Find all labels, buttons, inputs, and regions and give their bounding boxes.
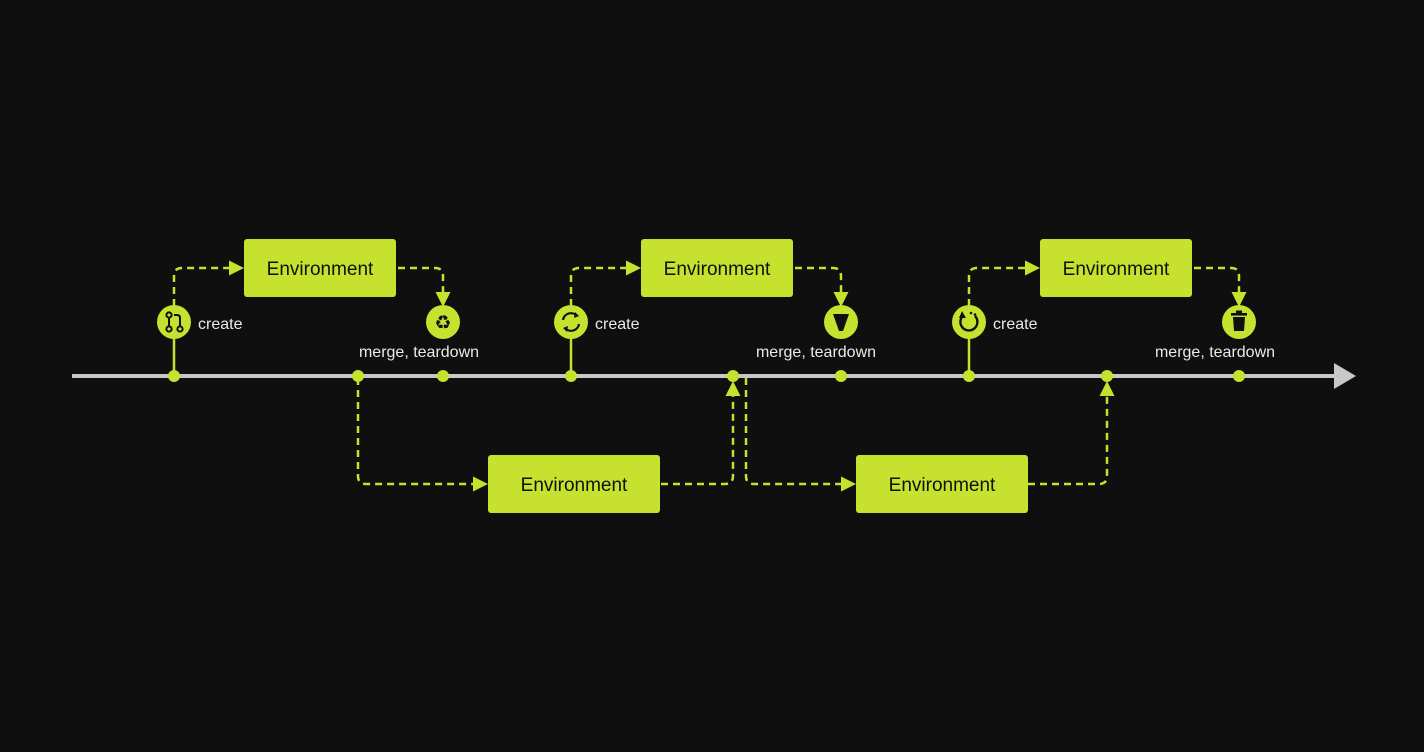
timeline-dot [168, 370, 180, 382]
dashed-connector-up [661, 381, 741, 486]
merge-teardown-label: merge, teardown [359, 344, 479, 361]
timeline-dot [1233, 370, 1245, 382]
environment-box-label: Environment [1063, 259, 1170, 280]
dashed-connector-down [744, 378, 856, 492]
dashed-connector-up [1028, 381, 1115, 486]
environment-box-label: Environment [889, 475, 996, 496]
create-label: create [198, 316, 243, 333]
create-label: create [993, 316, 1038, 333]
timeline-dot [727, 370, 739, 382]
environment-box[interactable] [1040, 239, 1192, 297]
merge-teardown-label: merge, teardown [756, 344, 876, 361]
merge-teardown-label: merge, teardown [1155, 344, 1275, 361]
dashed-connector-in [172, 260, 244, 306]
dashed-connector-down [356, 378, 488, 492]
funnel-icon [824, 305, 858, 339]
dashed-connector-in [569, 260, 641, 306]
refresh-icon [554, 305, 588, 339]
bottom-flow-2: Environment [744, 378, 1115, 513]
top-flow-2: Environment create merge, teardown [554, 239, 876, 376]
timeline-dot [437, 370, 449, 382]
create-label: create [595, 316, 640, 333]
bottom-flow-1: Environment [356, 378, 741, 513]
top-flow-3: Environment create merge, teardown [952, 239, 1275, 376]
timeline-arrowhead [1334, 363, 1356, 389]
restart-icon [952, 305, 986, 339]
timeline-dot [352, 370, 364, 382]
environment-box-label: Environment [664, 259, 771, 280]
dashed-connector-out [1194, 266, 1247, 307]
environment-box[interactable] [856, 455, 1028, 513]
timeline-dot [835, 370, 847, 382]
timeline-dot [1101, 370, 1113, 382]
timeline-dots [168, 370, 1245, 382]
git-pull-request-icon [157, 305, 191, 339]
dashed-connector-out [398, 266, 451, 307]
timeline-dot [565, 370, 577, 382]
environment-box-label: Environment [521, 475, 628, 496]
timeline-dot [963, 370, 975, 382]
trash-icon [1222, 305, 1256, 339]
environment-box[interactable] [641, 239, 793, 297]
environment-box[interactable] [244, 239, 396, 297]
environment-box[interactable] [488, 455, 660, 513]
top-flow-1: Environment create ♻ merge, teardown [157, 239, 479, 376]
dashed-connector-in [967, 260, 1040, 306]
environment-box-label: Environment [267, 259, 374, 280]
svg-text:♻: ♻ [434, 312, 451, 334]
dashed-connector-out [795, 266, 849, 307]
recycle-icon: ♻ [426, 305, 460, 339]
